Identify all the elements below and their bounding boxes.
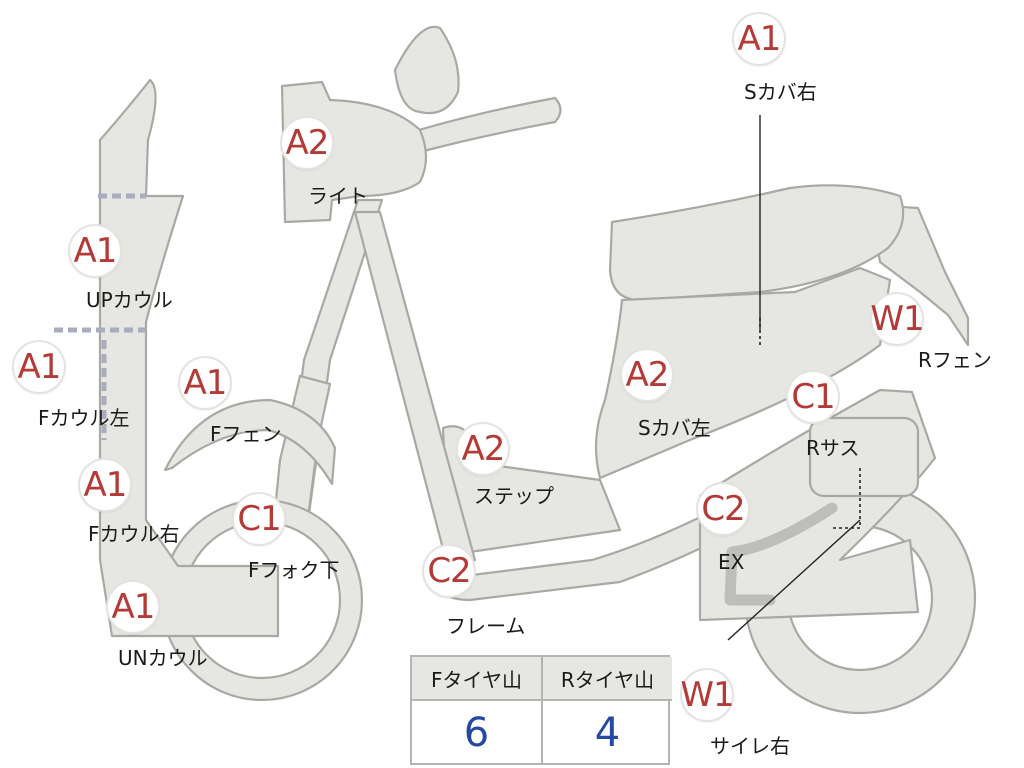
front-cowl-part <box>98 78 280 638</box>
marker-exhaust-badge[interactable]: C2 <box>698 484 748 534</box>
front-fender-part <box>163 398 337 486</box>
front-tire-value: 6 <box>463 710 490 756</box>
damage-code: A1 <box>17 347 62 387</box>
marker-f-cowl-right-label: Fカウル右 <box>88 522 180 546</box>
downtube-part <box>353 210 477 570</box>
r-suspension-bracket <box>830 468 861 529</box>
exhaust-pipe <box>724 502 838 606</box>
marker-s-cover-right-label: Sカバ右 <box>744 80 817 104</box>
marker-muffler-right-label: サイレ右 <box>710 734 790 758</box>
marker-r-suspension-badge[interactable]: C1 <box>788 372 838 422</box>
rear-tire-header: Rタイヤ山 <box>543 657 672 701</box>
marker-s-cover-left-badge[interactable]: A2 <box>622 350 672 400</box>
damage-code: C2 <box>701 489 745 529</box>
damage-code: C1 <box>791 377 835 417</box>
marker-f-fender-label: Fフェン <box>210 422 282 446</box>
headlight-part <box>280 80 428 224</box>
marker-f-fork-lower-label: Fフォク下 <box>248 558 340 582</box>
handlebar-part <box>410 96 562 154</box>
marker-step-badge[interactable]: A2 <box>458 424 508 474</box>
marker-f-fork-lower-badge[interactable]: C1 <box>234 494 284 544</box>
tire-tread-table: Fタイヤ山 Rタイヤ山 6 4 <box>410 655 672 765</box>
marker-f-fender-badge[interactable]: A1 <box>180 358 230 408</box>
marker-r-fender-badge[interactable]: W1 <box>870 294 925 344</box>
damage-code: C2 <box>427 551 471 591</box>
damage-code: A1 <box>111 587 156 627</box>
marker-step-label: ステップ <box>474 484 554 508</box>
marker-s-cover-right-badge[interactable]: A1 <box>734 14 784 64</box>
damage-code: W1 <box>870 299 924 339</box>
damage-code: A1 <box>73 231 118 271</box>
damage-code: W1 <box>680 675 734 715</box>
muffler-guide-line <box>727 519 861 641</box>
mirror-part <box>393 25 460 115</box>
damage-code: A1 <box>83 465 128 505</box>
damage-code: A2 <box>285 123 330 163</box>
marker-f-cowl-left-label: Fカウル左 <box>38 406 130 430</box>
damage-code: A2 <box>625 355 670 395</box>
marker-frame-badge[interactable]: C2 <box>424 546 474 596</box>
rear-tire-value: 4 <box>594 710 621 756</box>
marker-f-cowl-left-badge[interactable]: A1 <box>14 342 64 392</box>
side-cover-part <box>594 266 892 480</box>
marker-un-cowl-label: UNカウル <box>118 646 208 670</box>
marker-un-cowl-badge[interactable]: A1 <box>108 582 158 632</box>
marker-r-fender-label: Rフェン <box>918 348 992 372</box>
marker-up-cowl-badge[interactable]: A1 <box>70 226 120 276</box>
marker-f-cowl-right-badge[interactable]: A1 <box>80 460 130 510</box>
marker-frame-label: フレーム <box>446 614 526 638</box>
marker-up-cowl-label: UPカウル <box>86 288 173 312</box>
damage-code: A1 <box>183 363 228 403</box>
table-divider <box>541 657 543 763</box>
marker-s-cover-left-label: Sカバ左 <box>638 416 711 440</box>
marker-r-suspension-label: Rサス <box>806 436 860 460</box>
marker-muffler-right-badge[interactable]: W1 <box>680 670 735 720</box>
marker-light-label: ライト <box>308 184 368 208</box>
marker-light-badge[interactable]: A2 <box>282 118 332 168</box>
damage-code: A2 <box>461 429 506 469</box>
rear-shock-part <box>808 416 920 498</box>
damage-code: C1 <box>237 499 281 539</box>
marker-exhaust-label: EX <box>718 550 745 574</box>
front-tire-header: Fタイヤ山 <box>412 657 541 701</box>
damage-code: A1 <box>737 19 782 59</box>
